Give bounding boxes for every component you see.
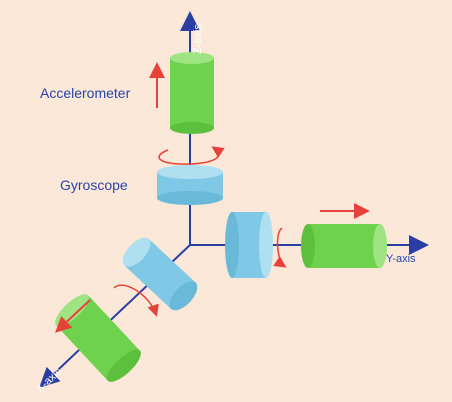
y-axis-label: Y-axis bbox=[386, 253, 416, 265]
accelerometer-y bbox=[301, 224, 387, 268]
x-axis-label: X-axis bbox=[34, 365, 65, 395]
z-axis-label: Z-axis bbox=[192, 24, 204, 54]
gyroscope-x-rotation-arrow bbox=[113, 284, 159, 317]
gyroscope-z bbox=[157, 165, 223, 205]
gyroscope-z-rotation-arrow bbox=[158, 146, 225, 165]
accelerometer-label: Accelerometer bbox=[40, 85, 131, 101]
gyroscope-y-rotation-arrow bbox=[273, 227, 287, 268]
accelerometer-z: Z-axis bbox=[170, 24, 214, 134]
gyroscope-y bbox=[225, 212, 273, 278]
accelerometer-x bbox=[55, 294, 141, 382]
accelerometer-x-arrow bbox=[55, 299, 91, 333]
gyroscope-x bbox=[122, 237, 198, 311]
gyroscope-label: Gyroscope bbox=[60, 177, 128, 193]
